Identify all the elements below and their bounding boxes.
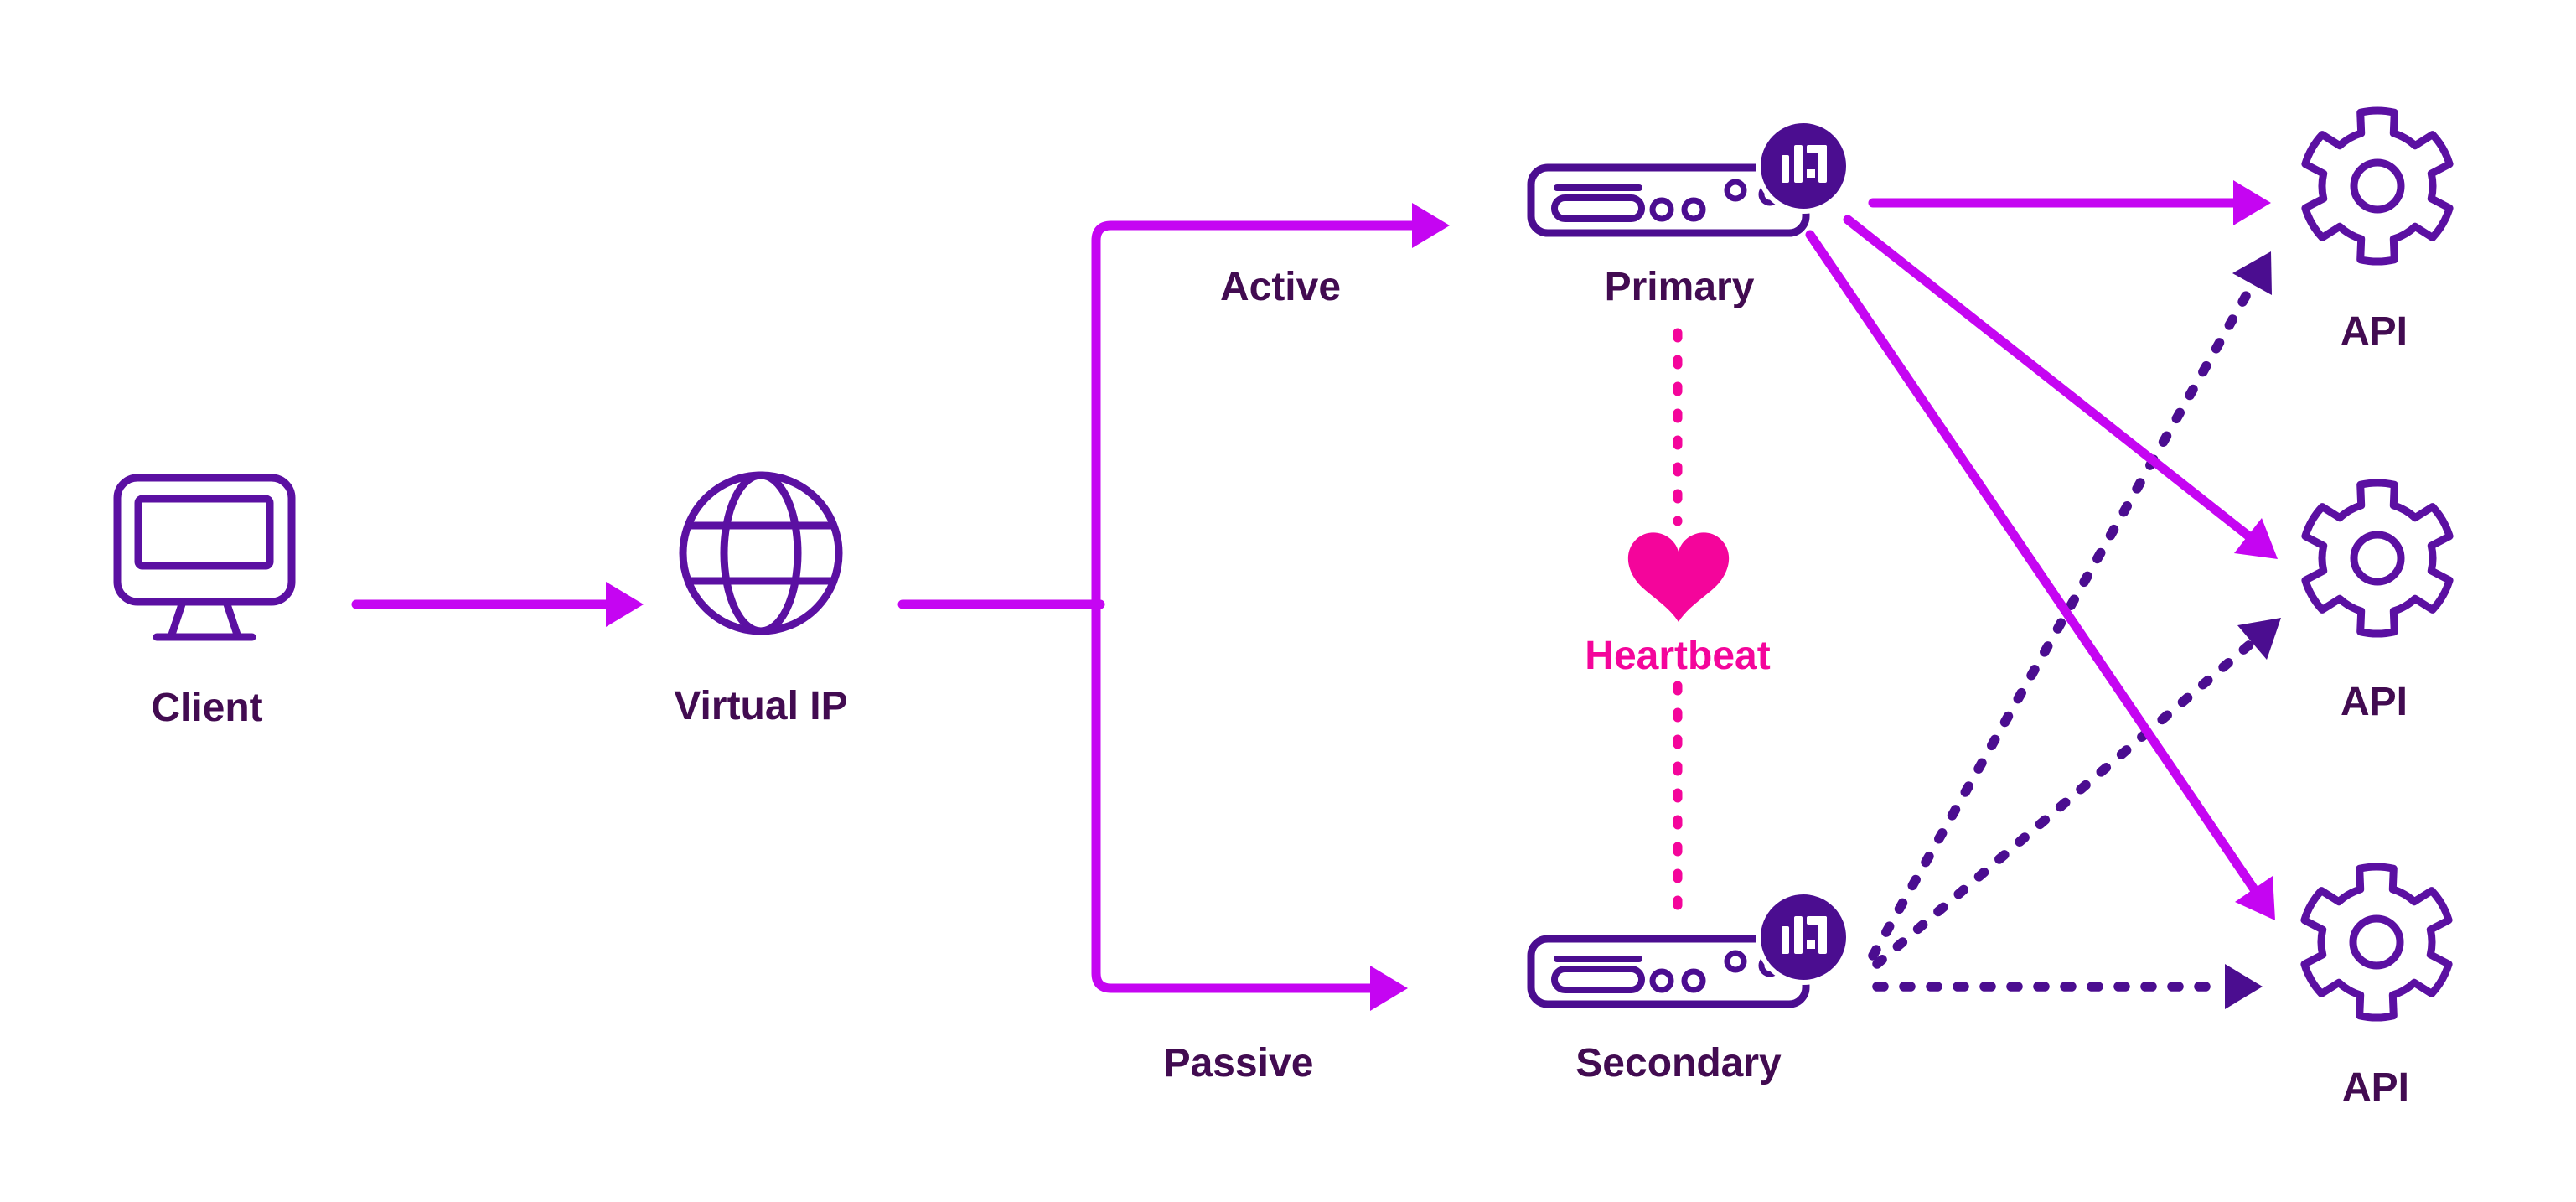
passive-arrowhead (1370, 966, 1408, 1011)
passive-label: Passive (1164, 1041, 1314, 1085)
heartbeat-link: Heartbeat (1585, 328, 1771, 929)
secondary-to-api-bottom-arrow (1872, 964, 2263, 1009)
load-balancer-server-icon (1531, 121, 1849, 233)
gear-icon (2305, 483, 2449, 634)
arrowhead (2235, 876, 2275, 920)
api-bottom-node: API (2304, 867, 2449, 1110)
client-node: Client (113, 474, 296, 730)
api-top-label: API (2341, 309, 2408, 354)
gear-icon (2304, 867, 2449, 1018)
secondary-node: Secondary (1531, 892, 1849, 1085)
api-bottom-label: API (2342, 1065, 2409, 1110)
secondary-to-api-middle-arrow (1872, 618, 2281, 969)
arrowhead (2233, 180, 2271, 225)
heartbeat-label: Heartbeat (1585, 634, 1770, 678)
secondary-label: Secondary (1575, 1041, 1782, 1085)
gear-icon (2305, 111, 2449, 262)
active-passive-branch-line (1091, 220, 1419, 993)
load-balancer-server-icon (1531, 892, 1849, 1004)
api-top-node: API (2305, 111, 2449, 354)
client-to-vip-arrow (351, 582, 644, 627)
client-label: Client (151, 686, 262, 730)
arrowhead (2232, 251, 2272, 295)
primary-node: Primary (1531, 121, 1849, 309)
virtual-ip-node: Virtual IP (674, 471, 848, 728)
arrowhead (2237, 618, 2281, 660)
primary-to-api-bottom-arrow (1805, 230, 2275, 920)
secondary-to-api-top-arrow (1868, 251, 2272, 961)
active-label: Active (1220, 265, 1341, 309)
monitor-icon (113, 474, 296, 641)
globe-icon (679, 471, 843, 635)
virtual-ip-label: Virtual IP (674, 684, 847, 728)
primary-label: Primary (1605, 265, 1755, 309)
primary-to-api-top-arrow (1868, 180, 2271, 225)
primary-to-api-middle-arrow (1843, 215, 2278, 559)
api-middle-label: API (2341, 680, 2408, 724)
api-middle-node: API (2305, 483, 2449, 724)
arrowhead (2234, 518, 2278, 559)
arrowhead (2225, 964, 2263, 1009)
heart-icon (1627, 532, 1730, 622)
arrowhead (606, 582, 644, 627)
active-arrowhead (1412, 203, 1450, 248)
